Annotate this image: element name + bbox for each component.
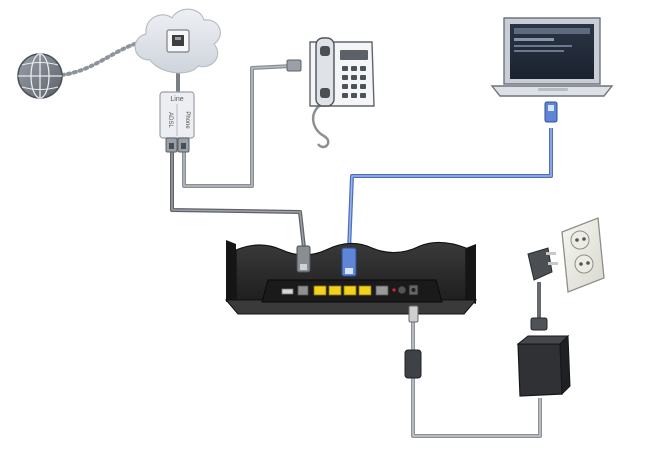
splitter-phone-label: Phone [184,111,190,129]
wall-plug [527,247,558,281]
router-power-plug [408,305,419,323]
phone-cable-inner [183,65,293,187]
router-reset-button [392,288,396,292]
router-dsl-port [297,285,309,296]
lan-port-4 [358,285,372,296]
power-adapter-icon [516,317,571,397]
splitter-adsl-label: ADSL [167,112,173,128]
internet-link-dotted [60,40,142,77]
power-outlet-icon [561,217,605,293]
phone-cable [182,64,293,188]
router-power-button [397,285,407,295]
ethernet-cable-inner [348,128,552,251]
router-power-cable-inner [412,312,541,437]
router-lan-ports [313,285,372,296]
splitter-line-label: Line [170,96,183,103]
router-icon [224,240,478,315]
router-wan-port [375,285,389,296]
dsl-cable [170,150,306,249]
lan-port-3 [343,285,357,296]
ethernet-cable [347,128,553,251]
wall-jack-icon [166,29,190,53]
lan-port-2 [328,285,342,296]
dsl-cable-inner [171,150,305,249]
router-usb-port [281,288,294,295]
ethernet-plug [341,247,357,277]
ferrite-bead [404,349,422,379]
globe-icon [17,53,63,99]
telephone-icon [286,37,375,149]
dsl-splitter-icon: Line ADSL Phone [159,91,195,153]
laptop-icon [490,17,614,123]
lan-port-1 [313,285,327,296]
dsl-plug [296,245,311,273]
